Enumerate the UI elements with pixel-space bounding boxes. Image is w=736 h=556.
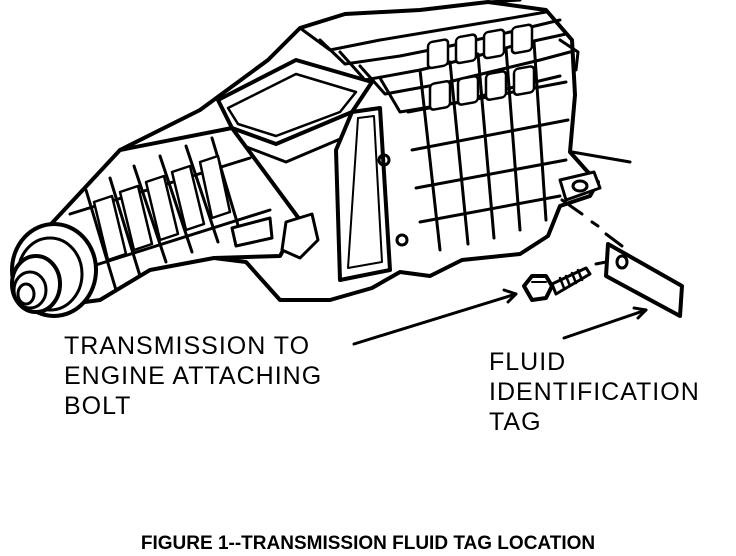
bolt-callout-label: TRANSMISSION TO ENGINE ATTACHING BOLT: [64, 331, 322, 421]
bolt-leader-line: [352, 288, 518, 346]
bolt-callout-line-2: ENGINE ATTACHING: [64, 362, 323, 390]
bolt-callout-line-3: BOLT: [64, 392, 132, 420]
tag-callout-line-2: IDENTIFICATION: [489, 378, 700, 406]
bolt-callout-line-1: TRANSMISSION TO: [64, 332, 311, 360]
tag-callout-line-3: TAG: [489, 408, 542, 436]
tag-callout-line-1: FLUID: [489, 348, 567, 376]
extension-housing: [38, 126, 320, 306]
installation-line: [560, 198, 624, 266]
tag-callout-label: FLUID IDENTIFICATION TAG: [489, 347, 700, 437]
tag-leader-line: [562, 306, 648, 340]
figure-caption: FIGURE 1--TRANSMISSION FLUID TAG LOCATIO…: [140, 533, 596, 554]
fluid-identification-tag: [604, 242, 684, 318]
output-yoke: [10, 222, 98, 318]
attaching-bolt: [522, 266, 592, 302]
